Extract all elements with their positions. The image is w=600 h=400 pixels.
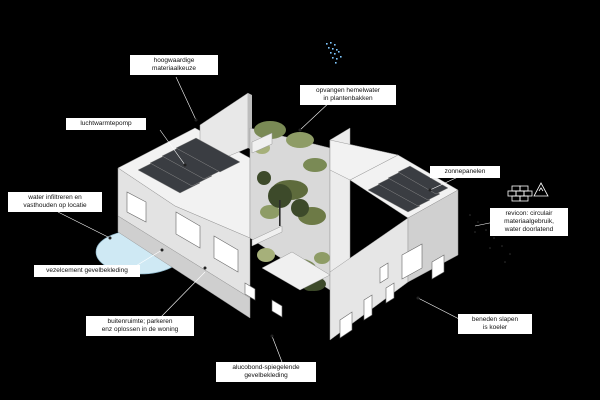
label-vezelcement-gevelbekleding: vezelcement gevelbekleding bbox=[34, 265, 140, 277]
label-revicon: revicon: circulair materiaalgebruik, wat… bbox=[490, 208, 568, 236]
recycle-bricks-icon bbox=[507, 182, 549, 202]
right-wing-windows bbox=[339, 243, 445, 339]
leader-dots bbox=[108, 118, 432, 338]
label-buitenruimte: buitenruimte; parkeren enz oplossen in d… bbox=[86, 316, 194, 336]
left-wing-windows bbox=[126, 191, 283, 318]
right-wing-roof-slab bbox=[329, 139, 399, 181]
planter-walls bbox=[251, 132, 331, 291]
left-wing-plinth bbox=[117, 215, 251, 319]
label-alucobond: alucobond-spiegelende gevelbekleding bbox=[216, 362, 316, 382]
label-zonnepanelen: zonnepanelen bbox=[430, 166, 500, 178]
label-opvangen-hemelwater: opvangen hemelwater in plantenbakken bbox=[300, 85, 396, 105]
solar-panels-right bbox=[367, 165, 449, 213]
label-beneden-slapen: beneden slapen is koeler bbox=[458, 314, 532, 334]
label-luchtwarmtepomp: luchtwarmtepomp bbox=[66, 118, 146, 130]
label-hoogwaardige-materiaalkeuze: hoogwaardige materiaalkeuze bbox=[130, 55, 218, 75]
leader-lines bbox=[57, 76, 505, 363]
label-water-infiltreren: water infiltreren en vasthouden op locat… bbox=[8, 192, 102, 212]
gravel-texture bbox=[469, 214, 511, 263]
rain-icon bbox=[326, 42, 342, 64]
